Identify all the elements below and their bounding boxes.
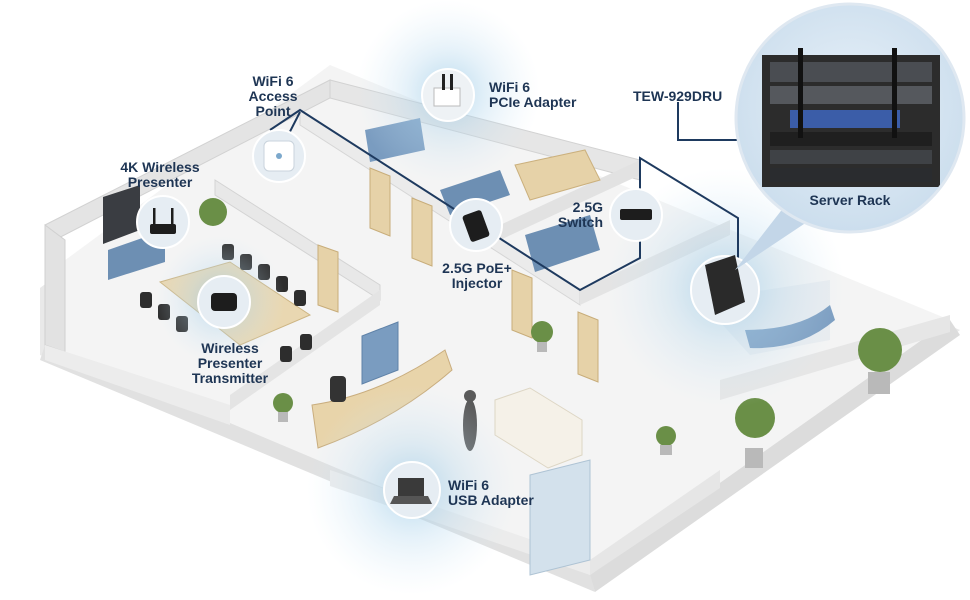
wireless-presenter-icon <box>136 195 190 249</box>
pcie-adapter-label-line-1: WiFi 6 <box>489 79 531 95</box>
access-point-label-line-2: Access <box>248 88 298 104</box>
poe-injector-icon <box>449 198 503 252</box>
presenter-4k-label-line-2: Presenter <box>127 174 193 190</box>
office-cabinet-2 <box>525 215 600 272</box>
transmitter-label: Wireless Presenter Transmitter <box>180 341 280 386</box>
rack-model-text: TEW-929DRU <box>633 88 723 104</box>
entry-glass-door <box>529 459 591 576</box>
floor-surface <box>45 65 950 575</box>
server-cabinet-icon <box>690 255 760 325</box>
switch-label-line-2: Switch <box>557 214 603 230</box>
office-desk <box>514 149 601 201</box>
usb-adapter-label: WiFi 6 USB Adapter <box>448 478 534 508</box>
tv-screen <box>103 185 140 244</box>
wall-right-front <box>590 470 720 575</box>
transmitter-label-line-1: Wireless <box>201 340 259 356</box>
pcie-adapter-label: WiFi 6 PCIe Adapter <box>489 80 576 110</box>
wall-office <box>500 160 640 240</box>
doors <box>317 167 599 383</box>
filing-cabinet <box>361 321 399 385</box>
laptop-usb-adapter-icon <box>383 461 441 519</box>
transmitter-label-line-3: Transmitter <box>191 370 269 386</box>
reception-chair <box>330 376 346 402</box>
usb-adapter-label-line-2: USB Adapter <box>448 492 534 508</box>
wall-left <box>44 224 66 353</box>
access-point-icon <box>252 129 306 183</box>
wall-front-left <box>45 345 230 425</box>
office-cabinet-1 <box>440 170 510 215</box>
switch-label-line-1: 2.5G <box>572 199 603 215</box>
server-rack-text: Server Rack <box>809 192 891 208</box>
presenter-4k-label-line-1: 4K Wireless <box>120 159 200 175</box>
server-rack-photo <box>762 48 940 187</box>
rack-callout-line <box>677 102 740 141</box>
floor-edge-right <box>590 320 960 592</box>
network-switch-icon <box>609 188 663 242</box>
poe-injector-label-line-2: Injector <box>451 275 503 291</box>
access-point-label-line-1: WiFi 6 <box>252 73 294 89</box>
pcie-adapter-label-line-2: PCIe Adapter <box>489 94 577 110</box>
person-head <box>464 390 476 402</box>
server-rack-label: Server Rack <box>800 193 900 208</box>
poe-injector-label-line-1: 2.5G PoE+ <box>442 260 512 276</box>
usb-adapter-label-line-1: WiFi 6 <box>448 477 490 493</box>
presenter-4k-label: 4K Wireless Presenter <box>110 160 210 190</box>
poe-injector-label: 2.5G PoE+ Injector <box>432 261 522 291</box>
access-point-label-line-3: Point <box>255 103 291 119</box>
rack-model-label: TEW-929DRU <box>633 89 722 104</box>
access-point-label: WiFi 6 Access Point <box>238 74 308 119</box>
pcie-adapter-icon <box>421 68 475 122</box>
presenter-transmitter-icon <box>197 275 251 329</box>
network-link <box>269 108 739 292</box>
switch-label: 2.5G Switch <box>545 200 603 230</box>
plants <box>199 198 902 446</box>
transmitter-label-line-2: Presenter <box>197 355 263 371</box>
plant-pots <box>278 342 890 468</box>
